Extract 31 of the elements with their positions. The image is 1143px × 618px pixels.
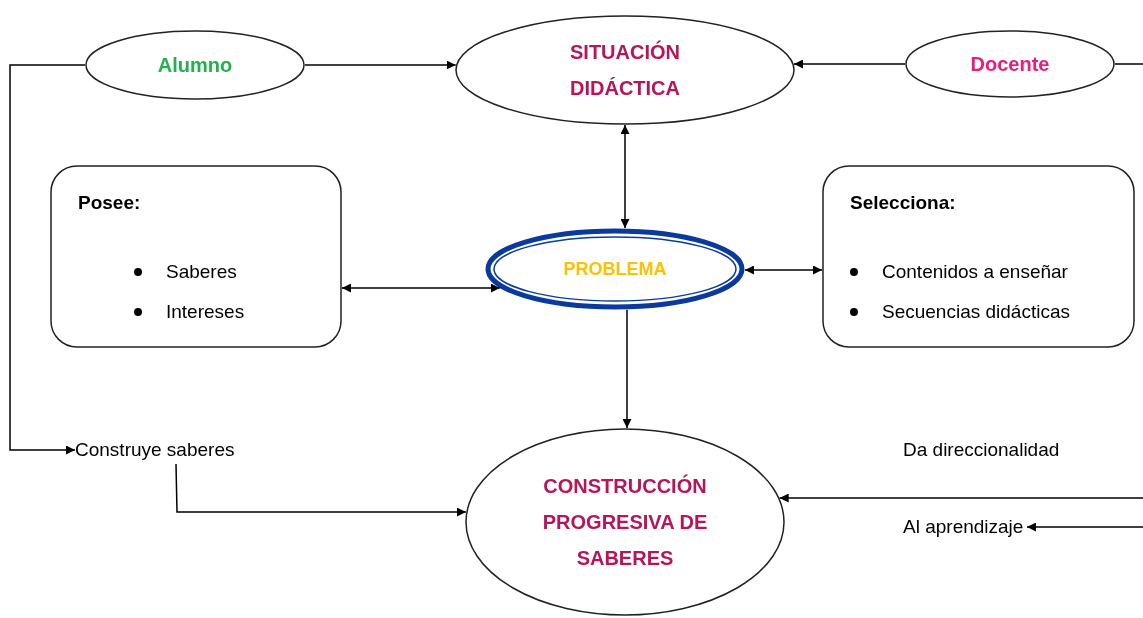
arrow [778,493,1143,503]
ellipse-label: Docente [970,52,1050,77]
arrow [341,283,501,293]
arrow [744,265,823,275]
box-heading: Selecciona: [850,191,956,215]
problem-ellipse [485,228,745,310]
info-box [50,165,342,348]
list-item: Contenidos a enseñar [882,259,1068,284]
list-item: Secuencias didácticas [882,300,1070,324]
ellipse-label: PROBLEMA [563,257,667,281]
list-item: Saberes [166,259,237,284]
note-text: Al aprendizaje [903,514,1024,539]
box-heading: Posee: [78,191,141,215]
ellipse-label: CONSTRUCCIÓN PROGRESIVA DE SABERES [541,473,709,571]
note-text: Da direccionalidad [903,437,1060,462]
list-item: Intereses [166,300,245,324]
ellipse-label: SITUACIÓN DIDÁCTICA [569,39,681,101]
ellipse-label: Alumno [157,53,233,78]
arrow [9,64,86,455]
arrow [1026,522,1143,532]
concept-ellipse [465,428,785,616]
actor-ellipse [85,30,305,100]
actor-ellipse [905,30,1115,98]
concept-ellipse [455,15,795,125]
arrow [304,60,457,70]
info-box [822,165,1135,348]
arrow [175,463,467,517]
arrow [793,59,906,69]
arrow [622,309,632,429]
arrow [620,124,630,229]
step-text: Construye saberes [75,437,235,462]
